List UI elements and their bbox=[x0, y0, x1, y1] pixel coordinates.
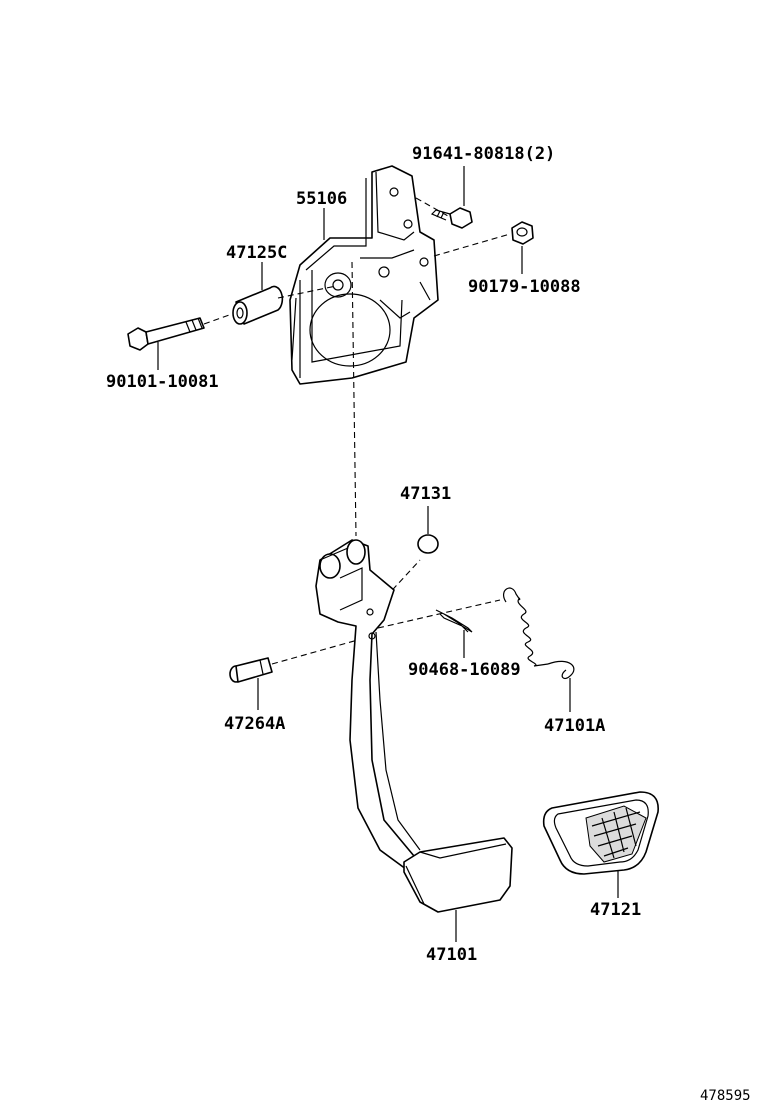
pivot-bolt[interactable] bbox=[127, 317, 205, 351]
assembly-line-spring bbox=[377, 599, 501, 629]
pedal-bracket[interactable] bbox=[289, 165, 439, 385]
bracket-nut[interactable] bbox=[511, 221, 534, 245]
label-bracket-bolt: 91641-80818(2) bbox=[412, 144, 555, 164]
assembly-line-bolt-collar bbox=[203, 313, 233, 325]
brake-pedal[interactable] bbox=[315, 539, 513, 913]
label-cushion: 47131 bbox=[400, 484, 451, 504]
pad-tread bbox=[585, 805, 647, 863]
assembly-line-bracket-pedal bbox=[351, 261, 357, 537]
label-clip: 90468-16089 bbox=[408, 660, 521, 680]
return-spring[interactable] bbox=[503, 587, 575, 680]
diagram-id: 478595 bbox=[700, 1088, 751, 1104]
assembly-line-pin bbox=[271, 635, 373, 665]
retaining-clip[interactable] bbox=[435, 609, 473, 633]
label-nut: 90179-10088 bbox=[468, 277, 581, 297]
stop-cushion[interactable] bbox=[417, 534, 439, 554]
clevis-pin[interactable] bbox=[229, 657, 273, 683]
label-spring: 47101A bbox=[544, 716, 605, 736]
label-collar: 47125C bbox=[226, 243, 287, 263]
pedal-collar[interactable] bbox=[232, 285, 284, 325]
assembly-line-bracket-nut bbox=[433, 233, 511, 257]
label-pad: 47121 bbox=[590, 900, 641, 920]
label-pedal: 47101 bbox=[426, 945, 477, 965]
label-bolt: 90101-10081 bbox=[106, 372, 219, 392]
label-bracket: 55106 bbox=[296, 189, 347, 209]
label-pin: 47264A bbox=[224, 714, 285, 734]
pedal-pad[interactable] bbox=[542, 791, 659, 875]
assembly-line-bracket-bolt bbox=[415, 197, 449, 217]
